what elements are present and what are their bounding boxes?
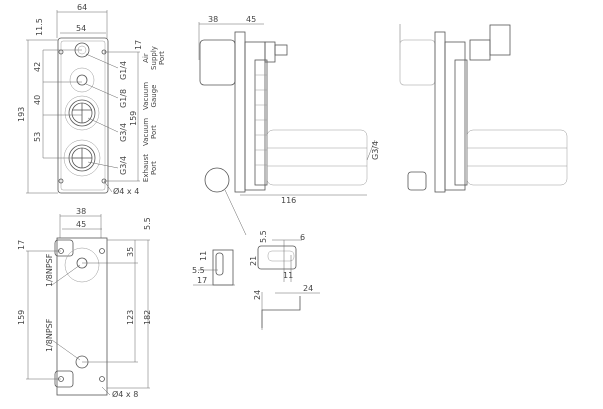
front-body	[57, 37, 109, 194]
bracket-dim-24b: 24	[303, 284, 313, 293]
port-thread-2: G1/8	[119, 89, 128, 108]
clip-dim-11: 11	[199, 251, 208, 261]
back-body	[56, 237, 108, 396]
dim-64: 64	[77, 3, 87, 12]
dim-159b: 159	[17, 310, 26, 325]
dim-17b: 17	[17, 240, 26, 250]
dim-holes-b: Ø4 x 8	[112, 389, 138, 399]
side-view: 38 45 116 G3/4	[198, 15, 380, 236]
detail-clip: 11 5.5 17	[192, 249, 235, 286]
rear-side-view	[399, 24, 568, 193]
clip-dim-17: 17	[197, 276, 207, 285]
front-view: 64 54 193 11.5 42 40 53 17 159 Ø4 x 4 G1…	[17, 3, 143, 196]
dim-38: 38	[76, 207, 86, 216]
dim-193: 193	[17, 107, 26, 122]
dim-42: 42	[33, 62, 42, 72]
slot-dim-11: 11	[283, 271, 293, 280]
dim-11-5: 11.5	[35, 18, 44, 36]
dim-17: 17	[134, 40, 143, 50]
dim-54: 54	[76, 24, 86, 33]
dim-holes: Ø4 x 4	[113, 186, 139, 196]
dim-53: 53	[33, 132, 42, 142]
port-name-4: Exhaust Port	[142, 153, 158, 183]
npsf-label-2: 1/8NPSF	[45, 318, 54, 352]
port-thread-4: G3/4	[119, 156, 128, 175]
npsf-label-1: 1/8NPSF	[45, 253, 54, 287]
port-thread-1: G1/4	[119, 61, 128, 80]
slot-dim-5-5: 5.5	[259, 230, 268, 243]
dim-5-5: 5.5	[143, 217, 152, 230]
port-name-2: Vacuum Gauge	[142, 81, 158, 111]
dim-40: 40	[33, 95, 42, 105]
side-thread: G3/4	[371, 141, 380, 160]
detail-slot: 5.5 6 21 11	[249, 230, 305, 282]
dim-182: 182	[143, 310, 152, 325]
bracket-dim-24a: 24	[253, 290, 262, 300]
clip-dim-5-5: 5.5	[192, 266, 205, 275]
detail-bracket: 24 24	[253, 284, 320, 330]
port-thread-3: G3/4	[119, 123, 128, 142]
dim-45-side: 45	[246, 15, 256, 24]
port-name-3: Vacuum Port	[142, 117, 158, 147]
dim-123: 123	[126, 310, 135, 325]
back-view: 38 45 5.5 17 159 35 123 182 1/8NPSF 1/8N…	[17, 207, 152, 399]
dim-45: 45	[76, 220, 86, 229]
slot-dim-21: 21	[249, 256, 258, 266]
port-name-1: Air Supply Port	[142, 46, 166, 70]
dim-35: 35	[126, 247, 135, 257]
dim-38-side: 38	[208, 15, 218, 24]
slot-dim-6: 6	[300, 233, 305, 242]
dim-116: 116	[281, 196, 296, 205]
dim-159: 159	[129, 111, 138, 126]
